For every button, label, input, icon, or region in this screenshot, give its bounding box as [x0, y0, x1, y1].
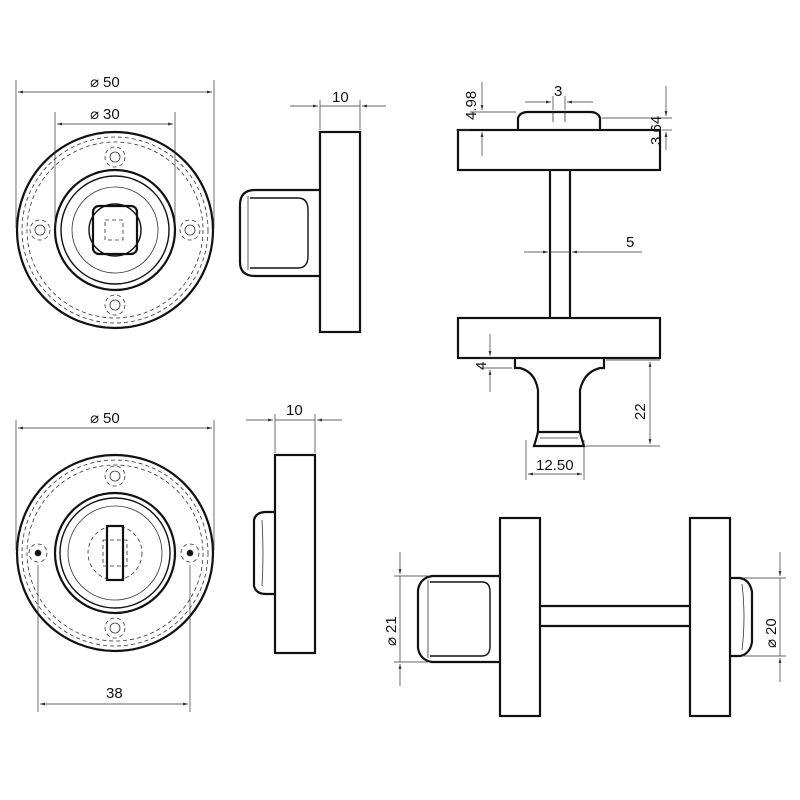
screw-hole — [104, 294, 126, 316]
dim-thickness-label: 10 — [286, 402, 303, 419]
screw-hole — [104, 465, 126, 487]
screw-hole — [29, 219, 51, 241]
dim-width-label: 38 — [106, 685, 123, 702]
dim-head-height-label: 4.98 — [463, 91, 480, 120]
screw-hole — [28, 543, 48, 563]
dim-collar-label: 4 — [473, 362, 490, 370]
dim-release-diameter-label: ⌀20 — [763, 618, 780, 648]
dim-thickness-label: 10 — [332, 89, 349, 106]
dim-spindle-label: 5 — [626, 234, 634, 251]
front-view-release: ⌀50 38 — [15, 410, 215, 712]
dim-slot-width-label: 3 — [554, 83, 562, 100]
screw-hole — [179, 219, 201, 241]
dim-turn-diameter-label: ⌀21 — [383, 616, 400, 646]
dim-turn-width-label: 12.50 — [536, 457, 574, 474]
side-view-turn: 10 — [238, 89, 386, 334]
assembly-view: ⌀21 ⌀20 — [383, 516, 786, 718]
side-view-release: 10 — [246, 402, 342, 655]
screw-hole — [104, 617, 126, 639]
screw-hole — [104, 146, 126, 168]
dim-outer-diameter-label: ⌀50 — [90, 74, 120, 91]
dim-plate-head-label: 3.64 — [648, 116, 665, 145]
dim-outer-diameter-label: ⌀50 — [90, 410, 120, 427]
dim-turn-length-label: 22 — [632, 403, 649, 420]
dim-inner-diameter-label: ⌀30 — [90, 106, 120, 123]
front-view-turn: ⌀50 ⌀30 — [15, 74, 215, 330]
section-view: 4.98 3 3.64 5 4 22 12.50 — [456, 82, 672, 480]
screw-hole — [180, 543, 200, 563]
